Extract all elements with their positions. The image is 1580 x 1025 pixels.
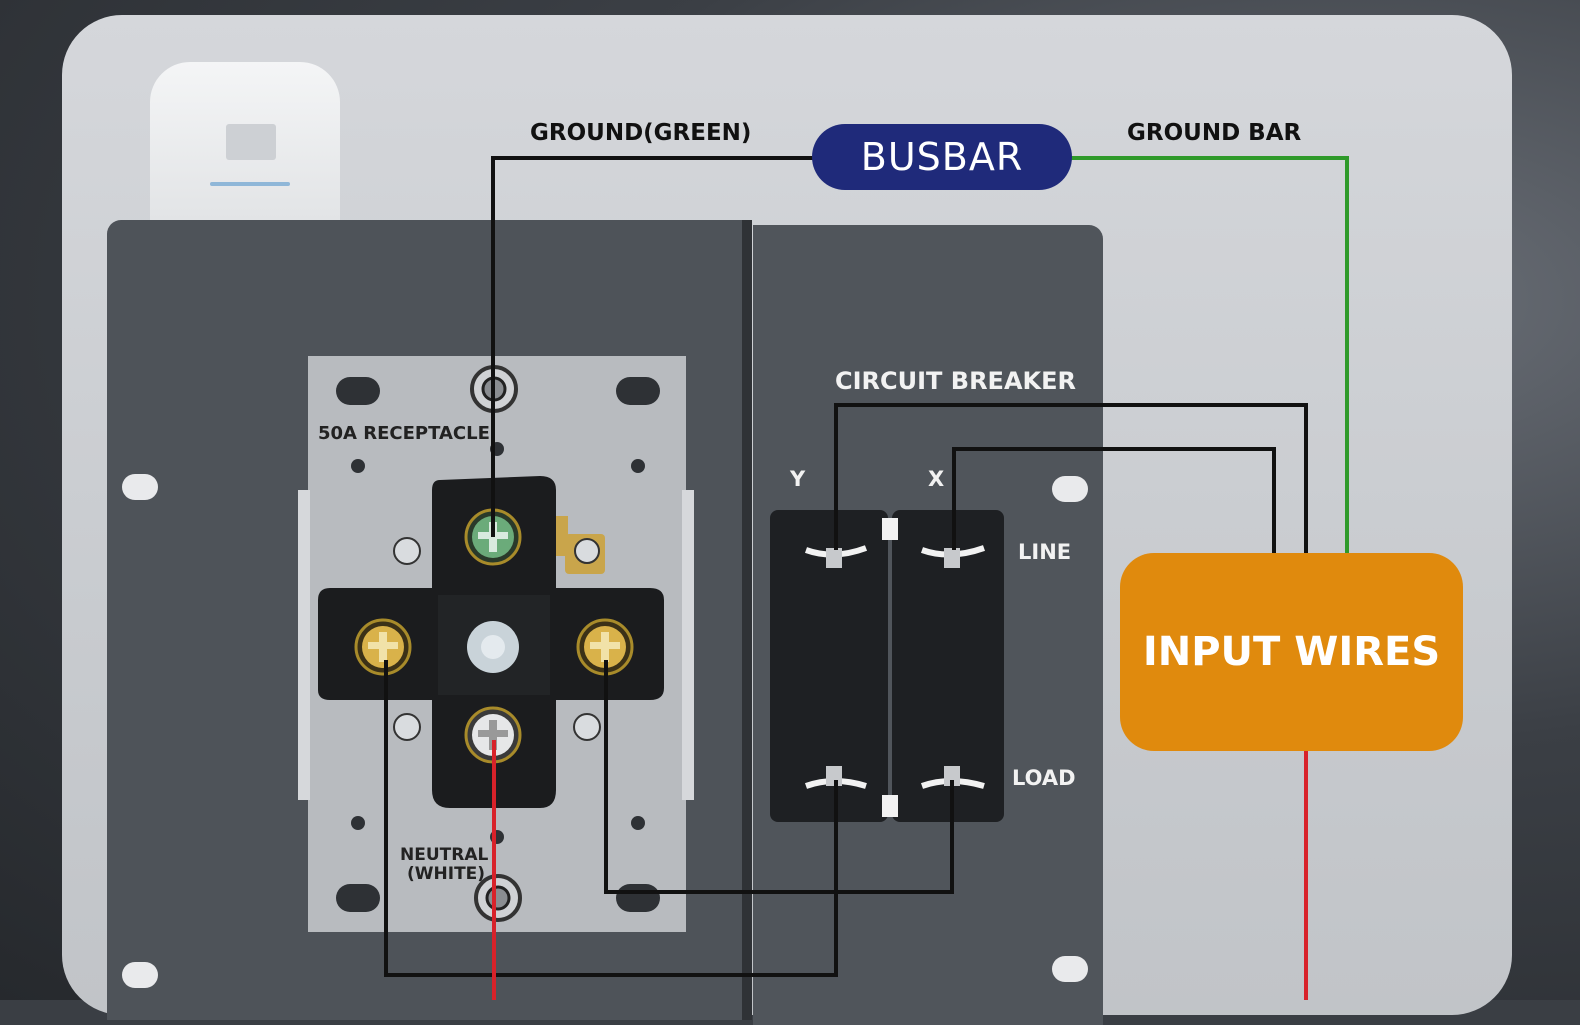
pole-y-label: Y xyxy=(790,467,806,491)
plate-slot xyxy=(616,884,660,912)
plate-rail xyxy=(682,490,694,800)
mounting-hole xyxy=(1052,476,1088,502)
charger-light-bar xyxy=(210,182,290,186)
plate-dot xyxy=(351,816,365,830)
receptacle-label: 50A RECEPTACLE xyxy=(318,423,490,444)
plate-rail xyxy=(298,490,310,800)
mounting-hole xyxy=(122,962,158,988)
ground-bar-label: GROUND BAR xyxy=(1127,120,1302,146)
ground-wire-black xyxy=(491,156,815,537)
input-wires-label: INPUT WIRES xyxy=(1120,553,1463,751)
charger-screen xyxy=(226,124,276,160)
ev-charger-image xyxy=(150,62,340,222)
plate-slot xyxy=(336,884,380,912)
line-label: LINE xyxy=(1018,540,1072,564)
ground-bar-wire xyxy=(1070,156,1349,555)
plate-slot xyxy=(616,377,660,405)
plate-dot xyxy=(631,816,645,830)
plate-dot xyxy=(351,459,365,473)
busbar-label: BUSBAR xyxy=(812,124,1072,190)
neutral-white-label: (WHITE) xyxy=(407,864,486,884)
load-wire-y xyxy=(384,660,838,977)
pole-x-label: X xyxy=(928,467,945,491)
circuit-breaker-label: CIRCUIT BREAKER xyxy=(835,367,1076,395)
wiring-diagram xyxy=(384,156,1349,1000)
mounting-hole xyxy=(1052,956,1088,982)
plate-dot xyxy=(631,459,645,473)
panel-divider xyxy=(742,220,752,1020)
mounting-hole xyxy=(122,474,158,500)
load-label: LOAD xyxy=(1012,766,1076,790)
neutral-label: NEUTRAL xyxy=(400,845,489,865)
load-wire-x xyxy=(604,660,954,894)
line-wire-y xyxy=(834,403,1308,555)
ground-green-label: GROUND(GREEN) xyxy=(530,120,752,146)
plate-slot xyxy=(336,377,380,405)
line-wire-x xyxy=(952,447,1276,555)
